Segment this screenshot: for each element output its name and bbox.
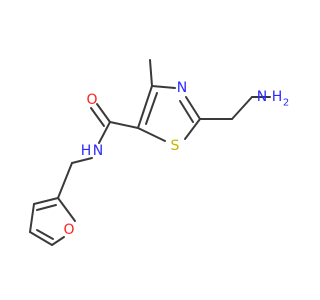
bond-c2-s1 — [184, 118, 201, 140]
bond-ch2a-ch2b — [231, 96, 253, 120]
bond-furan-o-c2 — [57, 197, 76, 222]
bond-c5-c4 — [137, 85, 153, 129]
bond-furan-c4-c5 — [29, 231, 53, 246]
bond-c5-c4-double — [145, 92, 158, 125]
atom-amine-h: H — [272, 89, 283, 105]
bond-n3-c2-double — [179, 100, 194, 123]
bond-methyl — [149, 59, 153, 87]
bond-camide-o — [96, 103, 111, 123]
atom-thiazole-s: S — [171, 138, 180, 154]
atom-furan-o: O — [63, 222, 74, 238]
molecule-diagram: N S O N H N H 2 O — [29, 59, 289, 246]
bond-furan-c2-c3-double — [36, 204, 57, 211]
bond-furan-c2-c3 — [33, 197, 59, 205]
atom-thiazole-n: N — [177, 80, 187, 96]
bond-n3-c2 — [185, 96, 201, 120]
bond-c5-camide — [109, 121, 139, 129]
molecule-structure: N S O N H N H 2 O — [29, 59, 289, 246]
atom-amide-h: H — [81, 143, 92, 159]
bond-c4-n3 — [151, 85, 176, 89]
bond-furan-c4-c5-double — [36, 229, 54, 240]
atom-amine-h-subscript: 2 — [283, 98, 289, 109]
bond-camide-n — [98, 121, 111, 144]
atom-carbonyl-o: O — [86, 92, 97, 108]
bond-furan-c3-c4 — [29, 203, 35, 233]
bond-camide-o-double — [90, 107, 105, 127]
bond-ch2-furan — [57, 162, 73, 199]
bond-n-ch2 — [71, 157, 93, 164]
atom-amine-n: N — [257, 89, 267, 105]
bond-s1-c5 — [137, 127, 166, 142]
atom-amide-n: N — [93, 143, 103, 159]
bond-furan-c5-o — [51, 236, 65, 246]
bonds — [29, 59, 271, 246]
atom-labels: N S O N H N H 2 O — [63, 80, 289, 238]
